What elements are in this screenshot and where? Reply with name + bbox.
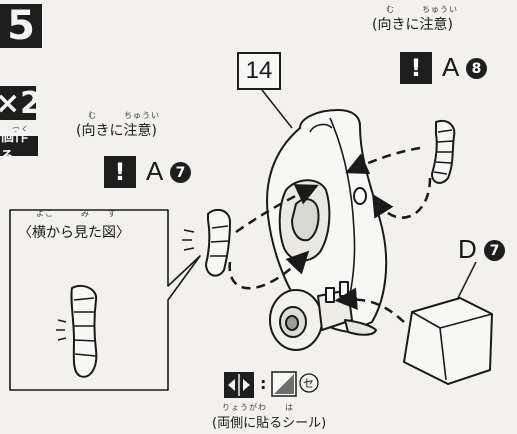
part-letter-d7: D xyxy=(458,234,477,264)
sticker-seal-letter: セ xyxy=(303,377,314,390)
caution-left-text: (向きに注意) xyxy=(76,123,157,139)
caution-left-ruby: む ちゅうい xyxy=(88,111,160,120)
sticker-symbols xyxy=(224,371,319,398)
sticker-ruby: りょうがわ は xyxy=(222,403,294,412)
caution-upper-ruby: む ちゅうい xyxy=(386,5,458,14)
part-label-14: 14 xyxy=(237,52,281,90)
callout-line-d7 xyxy=(457,261,477,299)
step-ruby: つく xyxy=(12,125,30,134)
part-number-a7: 7 xyxy=(170,162,191,183)
side-view-callout-bubble xyxy=(9,209,201,391)
side-view-part xyxy=(70,284,98,378)
quantity-badge: ×2 xyxy=(0,85,42,121)
side-view-ruby: よこ み ず xyxy=(36,209,117,218)
side-view-marks xyxy=(56,229,195,341)
sticker-colon: : xyxy=(260,374,267,393)
caution-upper-text: (向きに注意) xyxy=(372,17,453,33)
assembly-arrows xyxy=(228,146,432,323)
part-d7 xyxy=(403,297,493,385)
part-a8 xyxy=(431,120,456,184)
part-number-a8: 8 xyxy=(466,58,487,79)
warning-icon: ! xyxy=(400,52,432,84)
part-number-d7: 7 xyxy=(484,240,505,261)
side-view-title: 〈横から見た図〉 xyxy=(18,225,130,241)
make-count-label: 個作る xyxy=(0,129,38,165)
part-letter-a7: A xyxy=(146,156,164,186)
leg-part-body xyxy=(266,109,388,351)
callout-line-14 xyxy=(261,89,293,129)
part-letter-a8: A xyxy=(442,52,460,82)
part-a7 xyxy=(205,208,231,277)
step-number: 5 xyxy=(0,3,42,49)
warning-icon: ! xyxy=(104,156,136,188)
sticker-note: (両側に貼るシール) xyxy=(212,416,327,431)
